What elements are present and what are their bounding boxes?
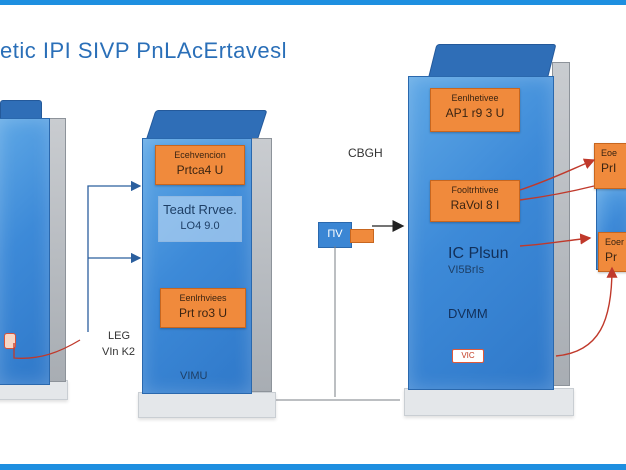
right-tower-info-title: IC Plsun bbox=[448, 245, 509, 262]
center-label: CBGH bbox=[348, 146, 383, 160]
far-right-panel-top-value: PrI bbox=[601, 161, 617, 175]
far-right-panel-bottom-title: Eoer bbox=[605, 237, 625, 247]
middle-tower-info-value: LO4 9.0 bbox=[180, 220, 220, 232]
right-tower-panel-top-title: Eenlhetivee bbox=[451, 93, 499, 103]
red-link-middle bbox=[519, 185, 595, 201]
far-right-panel-top: Eoe PrI bbox=[594, 143, 626, 189]
middle-tower-footer: VIMU bbox=[180, 370, 208, 382]
right-tower-panel-top-value: AP1 r9 3 U bbox=[445, 106, 505, 120]
left-tower-link bbox=[13, 339, 81, 359]
right-tower-panel-mid: Fooltrhtivee RaVol 8 I bbox=[430, 180, 520, 222]
diagram-title: etic IPI SIVP PnLAcErtavesl bbox=[0, 38, 287, 63]
right-tower-panel-top: Eenlhetivee AP1 r9 3 U bbox=[430, 88, 520, 132]
top-border bbox=[0, 0, 626, 5]
right-tower-panel-mid-title: Fooltrhtivee bbox=[451, 185, 499, 195]
right-tower-panel-mid-value: RaVol 8 I bbox=[450, 198, 500, 212]
left-feed-connector bbox=[87, 180, 142, 332]
bottom-border bbox=[0, 464, 626, 470]
middle-tower-panel-bottom: Eenlrhviees Prt ro3 U bbox=[160, 288, 246, 328]
middle-tower-panel-top-title: Ecehvencion bbox=[174, 150, 226, 160]
middle-base bbox=[138, 392, 276, 418]
right-tower-badge: VIC bbox=[452, 349, 484, 363]
middle-tower-panel-bottom-title: Eenlrhviees bbox=[179, 293, 227, 303]
middle-tower-panel-top: Ecehvencion Prtca4 U bbox=[155, 145, 245, 185]
far-right-panel-top-title: Eoe bbox=[601, 148, 618, 158]
far-right-panel-bottom-value: Pr bbox=[605, 250, 617, 264]
left-tower-connector-icon bbox=[4, 333, 16, 349]
red-link-return bbox=[555, 266, 618, 357]
left-label-1: LEG bbox=[108, 330, 131, 342]
far-right-panel-bottom: Eoer Pr bbox=[598, 232, 626, 272]
center-node-tab bbox=[350, 229, 374, 243]
middle-tower-info-title: Teadt Rrvee. bbox=[163, 202, 237, 217]
right-tower-mid-text: DVMM bbox=[448, 306, 488, 321]
right-tower-info-value: VI5BrIs bbox=[448, 264, 485, 276]
middle-tower-info: Teadt Rrvee. LO4 9.0 bbox=[158, 196, 242, 242]
middle-tower-panel-bottom-value: Prt ro3 U bbox=[178, 306, 227, 320]
red-link-lower bbox=[519, 233, 592, 247]
middle-tower-panel-top-value: Prtca4 U bbox=[176, 163, 224, 177]
center-node-label: ΠV bbox=[327, 228, 343, 240]
left-label-2: VIn K2 bbox=[102, 346, 136, 358]
right-tower-badge-label: VIC bbox=[461, 351, 475, 360]
red-link-top bbox=[519, 158, 596, 191]
